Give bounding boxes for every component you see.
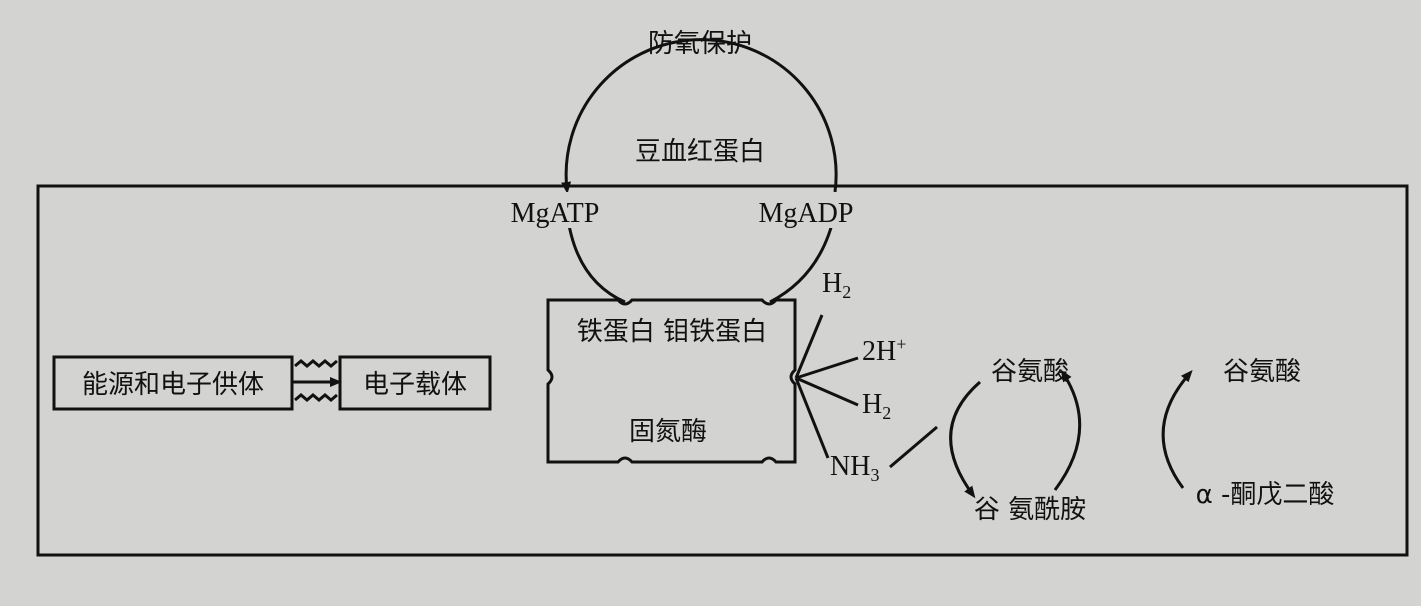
glutamate-regeneration-arc [1053, 369, 1082, 491]
nh3-label: NH3 [830, 451, 879, 485]
oxygen-protection-label: 防氧保护 [648, 29, 752, 59]
glutamine-synthesis-arc [949, 380, 981, 499]
glutamate-left-label: 谷氨酸 [991, 357, 1069, 387]
nitrogenase-label: 固氮酶 [629, 417, 707, 447]
glutamine-label: 谷 氨酰胺 [974, 495, 1086, 525]
mgatp-label: MgATP [511, 198, 600, 229]
nitrogenase-box [546, 298, 797, 464]
nh3-input-line [889, 425, 938, 469]
oxygen-protection-arc [561, 38, 838, 194]
h2-top-label: H2 [822, 268, 851, 302]
cell-boundary-frame [36, 184, 1409, 557]
alpha-ketoglutarate-label: α -酮戊二酸 [1196, 480, 1335, 510]
wavy-connector-top [294, 359, 338, 368]
electron-carrier-label: 电子载体 [363, 370, 467, 400]
fe-mofe-protein-label: 铁蛋白 钼铁蛋白 [577, 317, 767, 347]
wavy-connector-bottom [294, 393, 338, 402]
energy-donor-label: 能源和电子供体 [82, 370, 264, 400]
mgadp-label: MgADP [759, 198, 854, 229]
energy-donor-box [52, 355, 294, 411]
ketoglutarate-arc [1161, 369, 1193, 489]
glutamate-right-label: 谷氨酸 [1223, 357, 1301, 387]
two-h-plus-label: 2H+ [862, 334, 906, 367]
leghemoglobin-label: 豆血红蛋白 [635, 137, 765, 167]
product-lines [794, 314, 859, 459]
h2-bottom-label: H2 [862, 389, 891, 423]
